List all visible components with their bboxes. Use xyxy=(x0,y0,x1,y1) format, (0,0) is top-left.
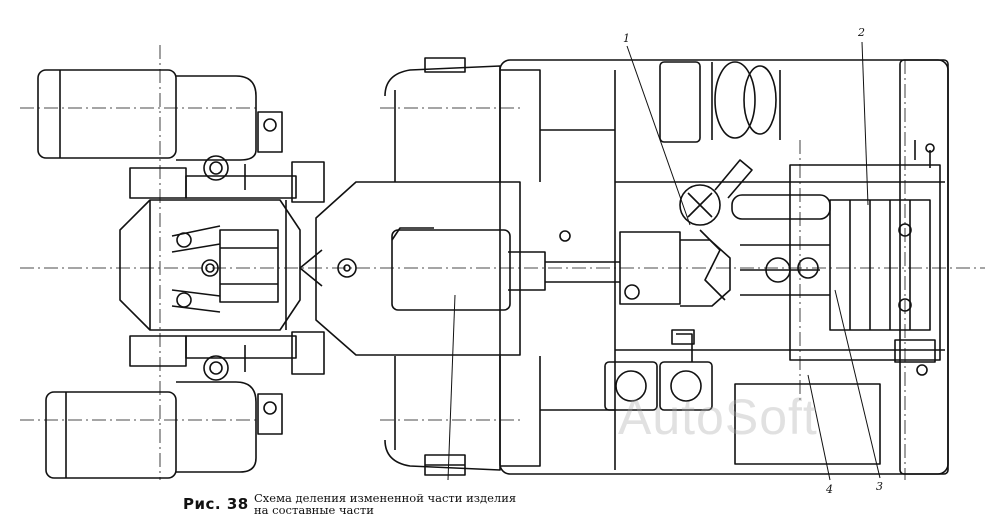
leader-lines xyxy=(447,41,881,481)
center-lines xyxy=(20,45,985,480)
engine-block xyxy=(391,227,620,311)
callout-1: 1 xyxy=(623,32,630,45)
front-wheel-bottom xyxy=(45,355,283,479)
callout-2: 2 xyxy=(858,26,865,39)
front-wheel-top xyxy=(37,69,283,181)
figure-label: Рис. 38 xyxy=(183,495,249,513)
rear-frame xyxy=(384,59,949,475)
figure-caption: Схема деления измененной части изделия н… xyxy=(254,491,517,517)
articulation-joint xyxy=(299,181,521,356)
callout-4: 4 xyxy=(826,483,833,496)
callout-3: 3 xyxy=(876,480,883,493)
hydraulic-unit xyxy=(731,140,941,363)
tanks-bottom xyxy=(604,329,928,465)
steps xyxy=(424,57,466,476)
front-axle-beam xyxy=(119,161,325,375)
transmission xyxy=(619,159,753,307)
watermark-text: AutoSoft xyxy=(618,389,818,445)
tanks-top xyxy=(659,61,781,143)
